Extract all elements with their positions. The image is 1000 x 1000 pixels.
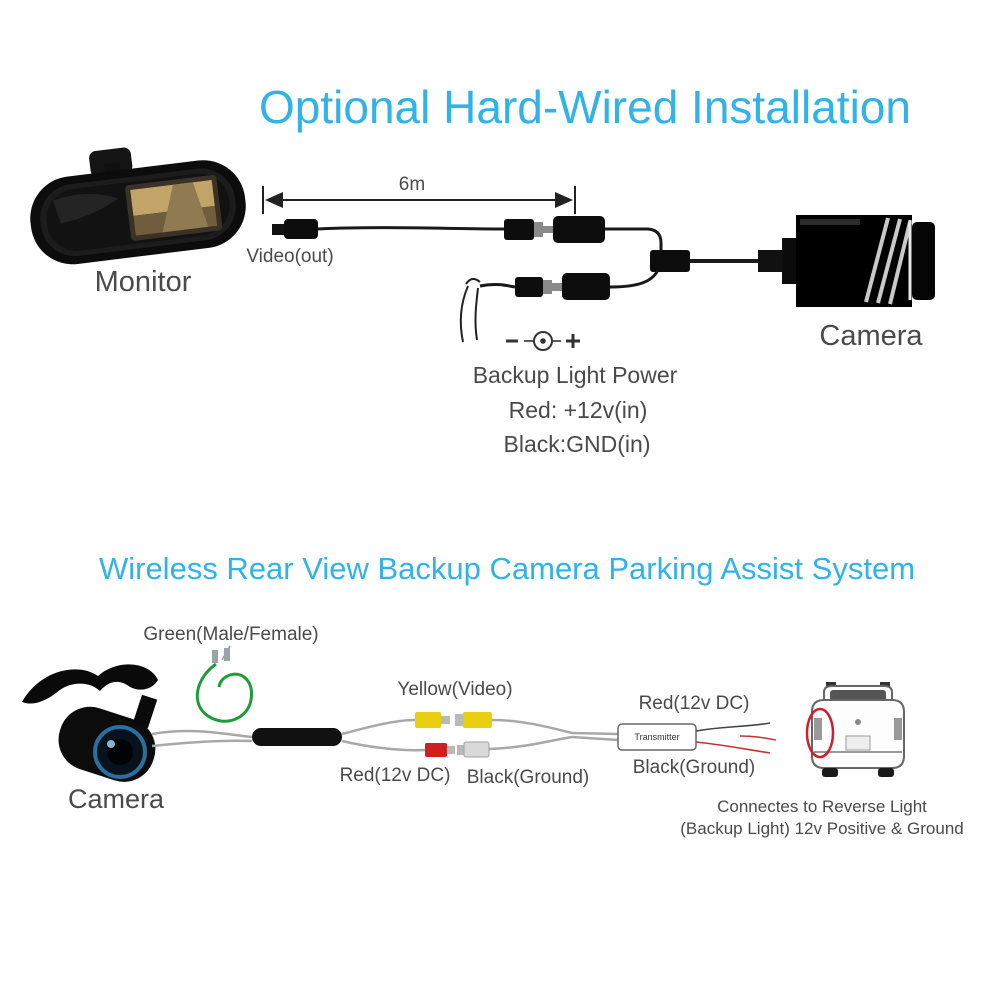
wireless-title: Wireless Rear View Backup Camera Parking… xyxy=(98,551,916,586)
black-ground-right-label: Black(Ground) xyxy=(632,757,756,778)
hardwired-camera-label: Camera xyxy=(819,320,923,352)
transmitter-illustration xyxy=(617,722,777,754)
green-wire-loop xyxy=(195,645,253,723)
black-ground-left-label: Black(Ground) xyxy=(466,767,590,788)
wireless-camera-illustration xyxy=(22,664,158,782)
yellow-video-connectors xyxy=(415,712,492,728)
power-cable-lower xyxy=(459,269,660,343)
reverse-light-caption-line1: Connectes to Reverse Light xyxy=(717,797,927,816)
wireless-harness xyxy=(151,718,619,752)
power-polarity-icon xyxy=(506,331,580,351)
cable-length-dimension xyxy=(262,186,576,214)
mirror-monitor-illustration xyxy=(30,147,246,265)
hardwired-title: Optional Hard-Wired Installation xyxy=(259,81,911,133)
video-out-label: Video(out) xyxy=(246,246,334,267)
power-red-line: Red: +12v(in) xyxy=(508,397,648,423)
car-rear-illustration xyxy=(805,682,905,777)
power-black-line: Black:GND(in) xyxy=(503,431,651,457)
transmitter-label: Transmitter xyxy=(634,732,680,742)
power-connectors xyxy=(425,741,490,758)
video-cable-upper xyxy=(272,216,758,272)
yellow-video-label: Yellow(Video) xyxy=(397,679,513,700)
cable-length-label: 6m xyxy=(398,174,426,195)
backup-light-power-title: Backup Light Power xyxy=(472,362,678,388)
wireless-camera-label: Camera xyxy=(67,784,165,814)
reverse-light-caption-line2: (Backup Light) 12v Positive & Ground xyxy=(680,819,964,838)
hardwired-camera-illustration xyxy=(758,215,935,307)
red-12v-right-label: Red(12v DC) xyxy=(638,693,750,714)
green-wire-label: Green(Male/Female) xyxy=(143,624,319,645)
red-12v-left-label: Red(12v DC) xyxy=(339,765,451,786)
reverse-light-highlight-circle xyxy=(805,707,835,759)
monitor-label: Monitor xyxy=(94,266,192,298)
